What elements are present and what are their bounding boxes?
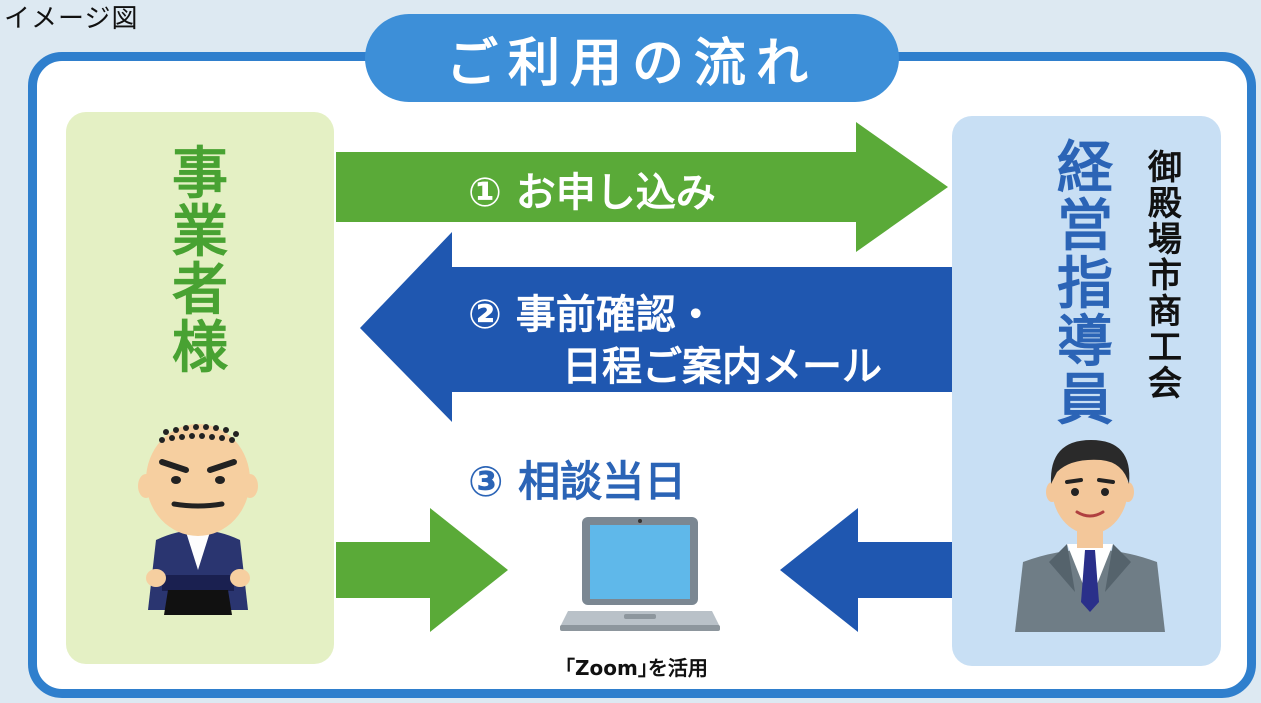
business-owner-icon (138, 424, 258, 615)
label-char: 事 (172, 142, 228, 207)
page-title: ご利用の流れ (445, 33, 818, 94)
label-char: 様 (172, 316, 228, 381)
organization-label: 御 殿 場 市 商 工 会 (1143, 150, 1187, 402)
arrow-left-step2 (360, 232, 952, 422)
step2-label-line1: ② 事前確認・ (468, 292, 716, 338)
label-char: 商 (1148, 292, 1182, 332)
advisor-label: 経 営 指 導 員 (1050, 140, 1120, 430)
label-char: 営 (1057, 194, 1113, 259)
step1-label: ① お申し込み (468, 170, 716, 216)
label-char: 工 (1148, 328, 1182, 368)
label-char: 員 (1057, 368, 1113, 433)
step3-label: ③ 相談当日 (468, 457, 687, 506)
label-char: 御 (1148, 148, 1182, 188)
label-char: 場 (1148, 220, 1182, 260)
label-char: 業 (172, 200, 228, 265)
arrow-left-step3-advisor (780, 508, 952, 632)
label-char: 会 (1148, 364, 1182, 404)
label-char: 導 (1057, 310, 1113, 375)
label-char: 者 (172, 258, 228, 323)
arrow-right-step3-owner (336, 508, 508, 632)
label-char: 指 (1057, 252, 1113, 317)
zoom-note: ｢Zoom｣を活用 (565, 656, 708, 680)
caption: イメージ図 (4, 4, 139, 34)
laptop-icon (560, 517, 720, 631)
label-char: 殿 (1148, 184, 1182, 224)
label-char: 市 (1148, 256, 1182, 296)
arrow-right-step1 (336, 122, 948, 252)
step2-label-line2: 日程ご案内メール (562, 344, 882, 390)
label-char: 経 (1057, 136, 1113, 201)
title-banner: ご利用の流れ (365, 14, 899, 102)
business-owner-label: 事 業 者 様 (170, 146, 230, 378)
advisor-icon (1015, 440, 1165, 632)
